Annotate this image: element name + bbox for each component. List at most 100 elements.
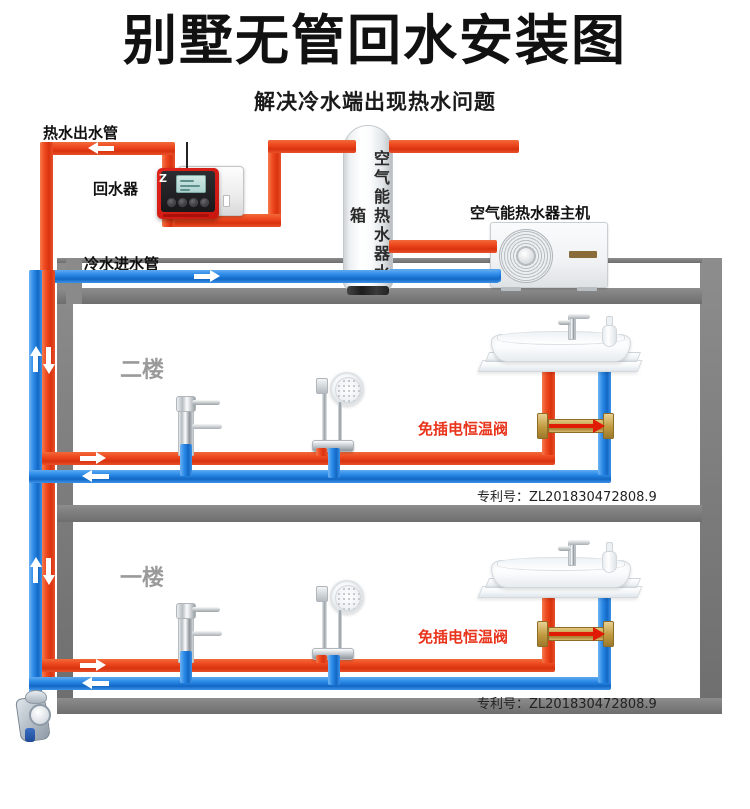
arrow-down-tail-f1: [46, 558, 51, 575]
shower-head-floor1: [330, 580, 364, 614]
arrow-right-tail-hot-f1: [80, 663, 97, 668]
arrow-left-tail-cold-f2: [92, 474, 109, 479]
valve-label-floor1: 免插电恒温阀: [418, 628, 509, 646]
soap-pump-floor1: [606, 542, 613, 552]
valve-left-cap-f2: [537, 413, 548, 439]
pipe-cold-stub-basin-f2: [180, 444, 192, 476]
heat-pump-label: 空气能热水器主机: [470, 204, 591, 222]
pipe-hot-stub-shower-f1: [316, 655, 327, 663]
controller-stripe: [163, 214, 209, 217]
page-subtitle: 解决冷水端出现热水问题: [254, 90, 496, 114]
basin-faucet-spout-floor1: [192, 631, 222, 636]
pipe-hot-floor1: [42, 659, 555, 672]
arrow-down-tail-f2: [46, 347, 51, 364]
faucet-handle-floor1[interactable]: [558, 546, 571, 551]
lcd-line-3: [180, 189, 190, 191]
lcd-line-2: [180, 185, 200, 187]
arrow-right-icon: [210, 270, 220, 282]
hot-outlet-pipe-label: 热水出水管: [43, 124, 119, 142]
pipe-cold-stub-basin-f1: [180, 651, 192, 683]
heat-pump-badge: [569, 251, 597, 258]
shower-face-floor2: [335, 377, 361, 403]
pipe-hot-left-drop: [40, 142, 53, 292]
faucet-spout-floor1: [568, 540, 590, 545]
controller-side-indicator: [223, 195, 230, 207]
pipe-hot-tank-top: [389, 140, 519, 153]
arrow-down-icon-f1: [43, 575, 55, 585]
arrow-right-icon-hot-f1: [96, 659, 106, 671]
return-device-label: 回水器: [93, 180, 139, 198]
valve-label-floor2: 免插电恒温阀: [418, 420, 509, 438]
slab-between-floors: [57, 505, 702, 522]
lcd-line-1: [180, 180, 194, 182]
arrow-up-tail-f2: [33, 355, 38, 372]
patent-label-floor1: 专利号：ZL201830472808.9: [477, 697, 657, 712]
arrow-left-tail: [98, 146, 114, 151]
basin-rim-floor2: [497, 331, 625, 345]
controller-lcd: [176, 175, 206, 193]
arrow-right-tail-cold-main: [194, 274, 211, 279]
basin-rim-floor1: [497, 557, 625, 571]
soap-dispenser-floor1: [602, 551, 617, 573]
water-tank-label: 空气能热水器水箱: [347, 150, 390, 283]
valve-arrow-line-f2: [549, 424, 597, 428]
pipe-cold-main-top: [29, 270, 499, 283]
floor-label-1: 一楼: [120, 566, 165, 591]
heat-pump-foot-right: [577, 287, 597, 291]
arrow-up-tail-f1: [33, 566, 38, 583]
water-meter-cap: [25, 690, 47, 704]
basin-faucet-lever-floor1[interactable]: [192, 607, 220, 612]
controller-button-1[interactable]: [167, 198, 176, 207]
water-meter-outlet: [25, 728, 35, 742]
controller-antenna: [186, 142, 188, 168]
pipe-hot-top-mid: [268, 140, 356, 153]
soap-pump-floor2: [606, 316, 613, 326]
controller-button-4[interactable]: [200, 198, 209, 207]
controller-panel: [161, 171, 215, 212]
shower-hose-floor1: [338, 610, 342, 650]
pipe-hot-tank-to-heatpump: [389, 240, 497, 253]
slab-attic: [57, 288, 702, 304]
valve-arrow-head-f2: [593, 419, 605, 433]
shower-rail-floor1: [322, 592, 327, 654]
heat-pump-unit: [490, 222, 608, 291]
pipe-cold-stub-shower-f1: [328, 655, 340, 685]
recirculation-controller-face[interactable]: Z: [157, 168, 219, 219]
heat-pump-foot-left: [501, 287, 521, 291]
shower-face-floor1: [335, 585, 361, 611]
pipe-cold-riser: [29, 270, 42, 702]
controller-button-2[interactable]: [178, 198, 187, 207]
shower-bracket-floor1: [316, 586, 328, 602]
shower-hose-floor2: [338, 402, 342, 442]
basin-faucet-lever-floor2[interactable]: [192, 400, 220, 405]
slab-ground: [57, 698, 722, 714]
water-tank-base: [346, 286, 390, 295]
controller-button-3[interactable]: [189, 198, 198, 207]
controller-brand-mark: Z: [159, 172, 167, 185]
faucet-handle-floor2[interactable]: [558, 320, 571, 325]
shower-head-floor2: [330, 372, 364, 406]
basin-faucet-spout-floor2: [192, 424, 222, 429]
arrow-down-icon: [43, 364, 55, 374]
cold-inlet-pipe-label: 冷水进水管: [84, 255, 160, 273]
faucet-spout-floor2: [568, 314, 590, 319]
wall-right-outer: [700, 258, 722, 714]
arrow-left-icon: [88, 142, 98, 154]
valve-arrow-line-f1: [549, 632, 597, 636]
valve-left-cap-f1: [537, 621, 548, 647]
arrow-left-icon-cold-f2: [82, 470, 92, 482]
arrow-right-tail-hot-f2: [80, 456, 97, 461]
pipe-hot-floor2: [42, 452, 555, 465]
shower-bracket-floor2: [316, 378, 328, 394]
arrow-up-icon: [30, 346, 42, 356]
shower-rail-floor2: [322, 384, 327, 446]
floor-label-2: 二楼: [120, 358, 165, 383]
fan-hub: [517, 247, 535, 265]
valve-arrow-head-f1: [593, 627, 605, 641]
pipe-hot-riser-mid: [268, 140, 281, 227]
soap-dispenser-floor2: [602, 325, 617, 347]
arrow-up-icon-f1: [30, 557, 42, 567]
pipe-cold-floor2: [29, 470, 611, 483]
pipe-cold-floor1: [29, 677, 611, 690]
